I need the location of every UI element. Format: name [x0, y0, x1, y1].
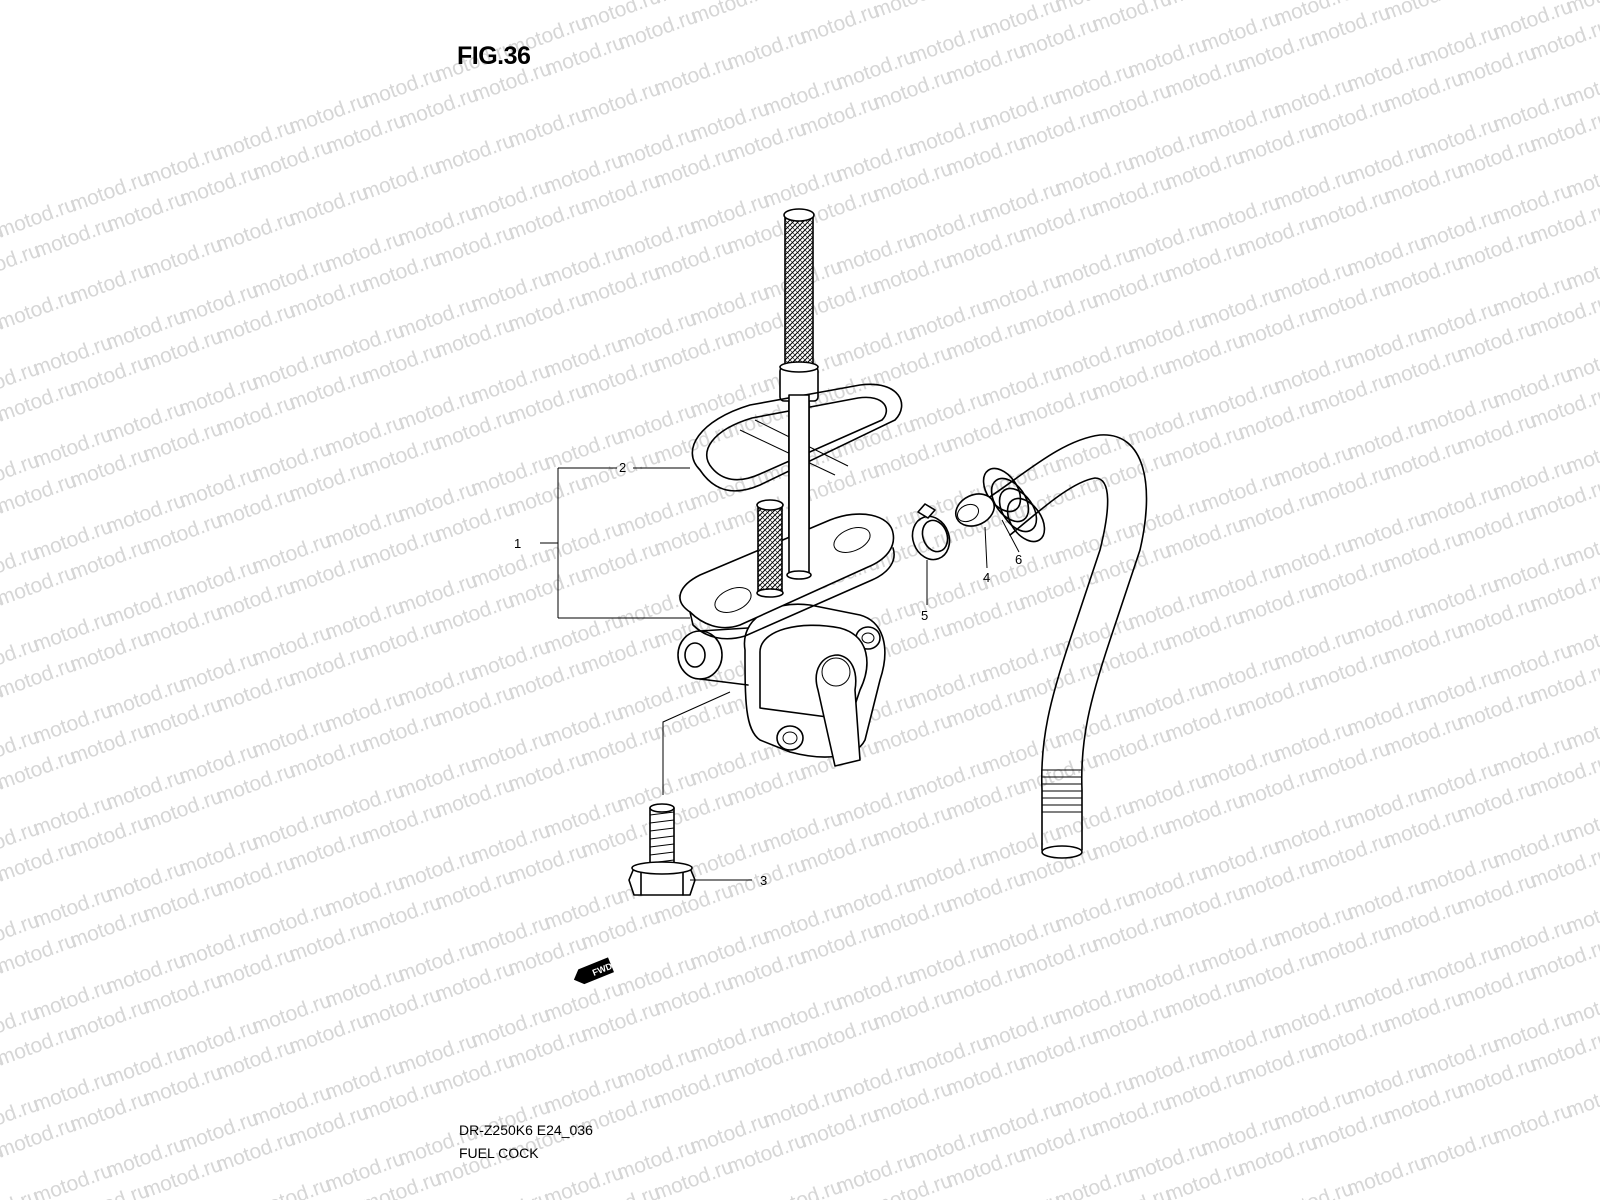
- cock-body: [677, 603, 886, 767]
- callout-3: 3: [760, 873, 767, 888]
- figure-title: FIG.36: [457, 42, 531, 70]
- callout-5: 5: [921, 608, 928, 623]
- callout-1: 1: [514, 536, 521, 551]
- cock-flange: [679, 513, 895, 640]
- gasket: [691, 383, 903, 492]
- fuel-hose: [954, 434, 1148, 859]
- part-group-name: FUEL COCK: [459, 1145, 539, 1161]
- strainer-tube-reserve: [756, 499, 784, 598]
- bolt: [628, 803, 696, 896]
- hose-clamp: [911, 503, 951, 561]
- callout-4: 4: [983, 570, 990, 585]
- callout-6: 6: [1015, 552, 1022, 567]
- leader-lines: [540, 467, 1020, 881]
- model-code: DR-Z250K6 E24_036: [459, 1122, 593, 1138]
- fwd-arrow-icon: FWD: [573, 957, 614, 985]
- callout-2: 2: [619, 460, 626, 475]
